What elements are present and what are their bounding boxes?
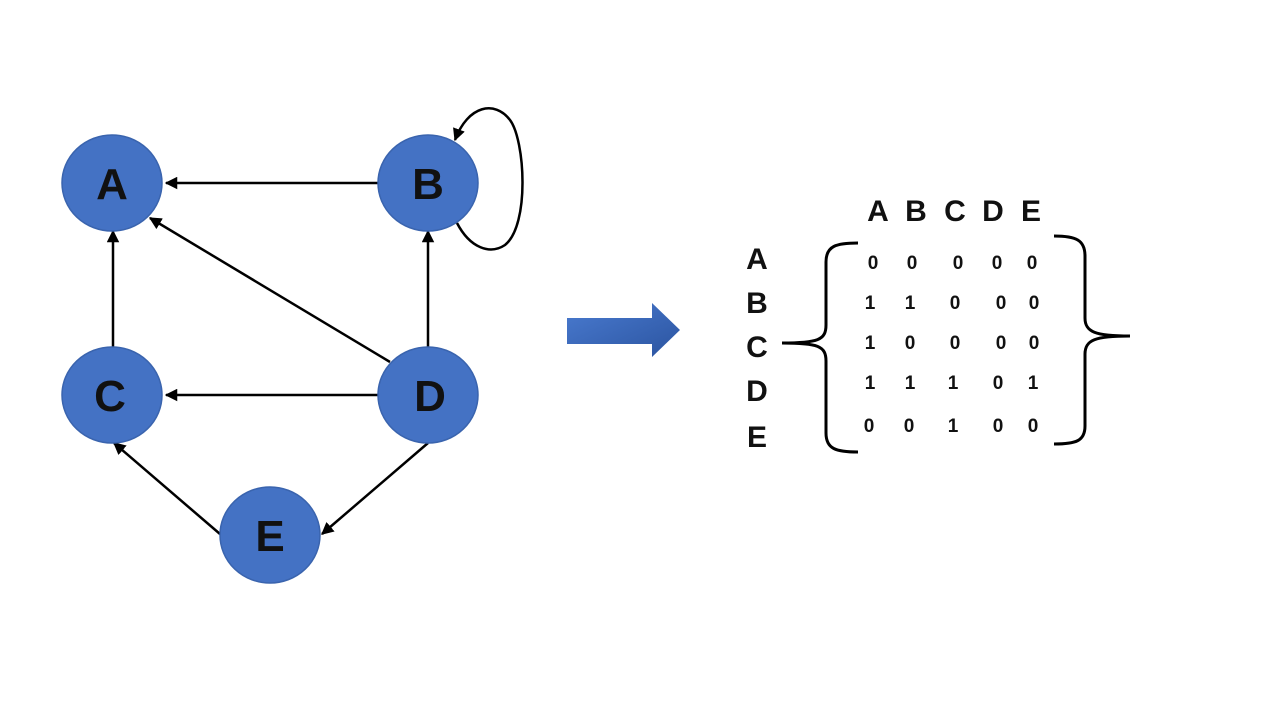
matrix-cell: 0	[1028, 416, 1039, 437]
matrix-right-bracket	[1053, 234, 1131, 446]
edge-d-to-e	[321, 442, 429, 535]
matrix-cell: 0	[953, 253, 964, 274]
matrix-cell: 0	[950, 333, 961, 354]
matrix-row-header: D	[746, 375, 768, 408]
node-b-circle	[377, 134, 479, 232]
matrix-row-header: C	[746, 331, 768, 364]
matrix-col-header: D	[982, 195, 1004, 228]
matrix-row-header: B	[746, 287, 768, 320]
matrix-col-header: C	[944, 195, 966, 228]
matrix-cells: 0 0 0 0 0 1 1 0 0 0 1 0 0 0 0 1 1 1 0 1 …	[864, 253, 1040, 437]
node-a: A	[61, 134, 163, 232]
matrix-cell: 0	[993, 373, 1004, 394]
matrix-cell: 0	[907, 253, 918, 274]
matrix-cell: 1	[865, 293, 876, 314]
matrix-row-header: E	[747, 421, 767, 454]
matrix-cell: 0	[993, 416, 1004, 437]
matrix-cell: 0	[992, 253, 1003, 274]
graph-nodes: A B C D E	[61, 134, 479, 584]
matrix-cell: 0	[904, 416, 915, 437]
matrix-cell: 1	[905, 373, 916, 394]
matrix-cell: 0	[1029, 333, 1040, 354]
matrix-cell: 1	[865, 373, 876, 394]
matrix-cell: 1	[905, 293, 916, 314]
node-e: E	[219, 486, 321, 584]
node-d: D	[377, 346, 479, 444]
node-a-label: A	[96, 160, 128, 209]
matrix-cell: 0	[864, 416, 875, 437]
matrix-cell: 1	[948, 373, 959, 394]
matrix-cell: 1	[948, 416, 959, 437]
matrix-cell: 0	[868, 253, 879, 274]
node-e-circle	[219, 486, 321, 584]
matrix-col-header: E	[1021, 195, 1041, 228]
node-a-circle	[61, 134, 163, 232]
node-b-label: B	[412, 160, 444, 209]
node-b: B	[377, 134, 479, 232]
matrix-cell: 0	[996, 333, 1007, 354]
matrix-cell: 0	[950, 293, 961, 314]
matrix-col-header: A	[867, 195, 889, 228]
matrix-cell: 0	[1029, 293, 1040, 314]
matrix-left-bracket	[781, 241, 859, 454]
matrix-col-header: B	[905, 195, 927, 228]
node-c-label: C	[94, 372, 126, 421]
node-d-label: D	[414, 372, 446, 421]
transition-arrow-icon	[567, 303, 680, 357]
matrix-cell: 1	[1028, 373, 1039, 394]
edge-d-to-a	[148, 216, 391, 364]
node-e-label: E	[255, 512, 284, 561]
matrix-row-headers: A B C D E	[746, 243, 768, 454]
matrix-cell: 0	[1027, 253, 1038, 274]
edge-b-self-loop	[453, 107, 524, 251]
node-d-circle	[377, 346, 479, 444]
matrix-cell: 1	[865, 333, 876, 354]
matrix-cell: 0	[996, 293, 1007, 314]
matrix-row-header: A	[746, 243, 768, 276]
matrix-cell: 0	[905, 333, 916, 354]
edge-e-to-c	[113, 442, 221, 535]
graph-edges	[106, 107, 524, 535]
node-c-circle	[61, 346, 163, 444]
matrix-column-headers: A B C D E	[867, 195, 1041, 228]
node-c: C	[61, 346, 163, 444]
